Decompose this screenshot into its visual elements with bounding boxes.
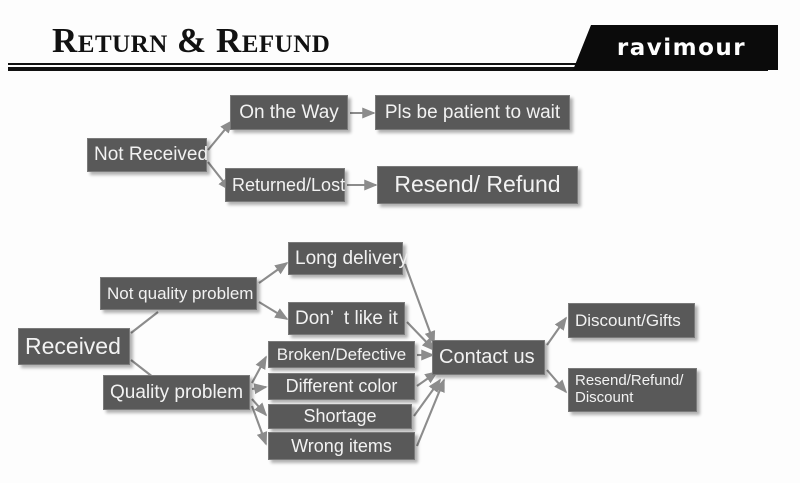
node-resend-refund-discount[interactable]: Resend/Refund/ Discount — [568, 368, 697, 412]
brand-logo-text: ravimour — [616, 34, 747, 61]
node-resend-refund[interactable]: Resend/ Refund — [377, 166, 578, 204]
node-dont-like-it[interactable]: Don’ t like it — [288, 302, 405, 335]
header-rule-thick — [8, 67, 768, 71]
slide-header: Return & Refund ravimour — [0, 0, 800, 80]
node-long-delivery[interactable]: Long delivery — [288, 242, 408, 275]
node-pls-be-patient-to-wait[interactable]: Pls be patient to wait — [375, 95, 570, 130]
node-not-quality-problem[interactable]: Not quality problem — [100, 277, 257, 310]
connector-contact-discountgifts — [546, 316, 567, 346]
node-wrong-items[interactable]: Wrong items — [268, 432, 415, 460]
connector-longdelivery-contact — [404, 263, 436, 345]
connector-notquality-longdelivery — [258, 262, 289, 284]
node-received[interactable]: Received — [18, 328, 130, 365]
node-shortage[interactable]: Shortage — [268, 404, 412, 429]
header-rule-thin — [8, 63, 768, 65]
connector-quality-differentcolor — [251, 383, 268, 395]
connector-notreceived-ontheway — [207, 119, 234, 151]
connector-notquality-dontlike — [258, 301, 289, 320]
node-on-the-way[interactable]: On the Way — [230, 95, 348, 130]
node-contact-us[interactable]: Contact us — [432, 340, 545, 375]
connector-dontlike-contact — [406, 321, 436, 352]
connector-received-notquality — [130, 311, 159, 334]
node-discount-gifts[interactable]: Discount/Gifts — [568, 303, 695, 338]
node-broken-defective[interactable]: Broken/Defective — [268, 341, 415, 368]
connector-quality-shortage — [251, 398, 268, 417]
node-returned-lost[interactable]: Returned/Lost — [225, 168, 345, 202]
node-quality-problem[interactable]: Quality problem — [103, 375, 250, 410]
connector-contact-resendrefunddiscount — [546, 369, 568, 394]
connector-quality-broken — [251, 355, 267, 384]
connector-wrongitems-contact — [416, 378, 445, 447]
connector-quality-wrongitems — [251, 405, 268, 446]
node-different-color[interactable]: Different color — [268, 373, 415, 400]
brand-logo-plate: ravimour — [573, 25, 778, 70]
node-not-received[interactable]: Not Received — [87, 138, 208, 172]
page-title: Return & Refund — [52, 21, 331, 60]
